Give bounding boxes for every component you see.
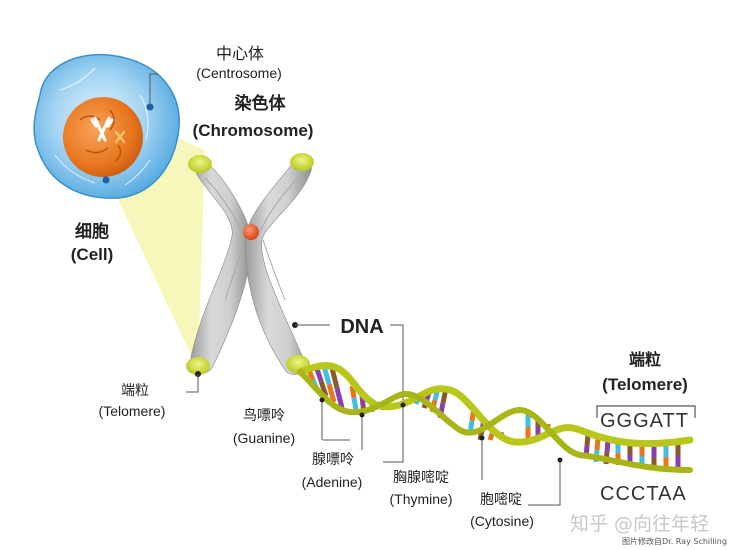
telomere-sequence-top: GGGATT: [600, 410, 689, 432]
guanine-label-en: (Guanine): [232, 430, 296, 446]
cell-label-en: (Cell): [70, 245, 114, 264]
cytosine-leader-h: [528, 460, 561, 506]
centromere: [243, 224, 259, 240]
adenine-dot: [359, 412, 365, 418]
telomere-cap-top-left: [188, 155, 212, 173]
centrosome-label-en: (Centrosome): [196, 65, 282, 81]
cell: [33, 53, 180, 199]
telomere-left-label-en: (Telomere): [98, 403, 166, 419]
telomere-cap-bottom-left: [186, 357, 210, 375]
base-pair-half: [349, 385, 357, 399]
cytosine-dot-2: [557, 457, 563, 463]
cell-organelles: [54, 67, 151, 186]
dna-label: DNA: [340, 316, 384, 338]
base-pair-half: [351, 397, 359, 411]
thymine-leader: [383, 405, 404, 463]
image-credit: 图片修改自Dr. Ray Schilling: [622, 537, 727, 546]
mini-chromosome: [90, 116, 114, 142]
dna-leader-2: [390, 324, 404, 405]
watermark: 知乎 @向往年轻: [570, 513, 710, 535]
base-pair-half: [334, 387, 345, 409]
centrosome-label-cn: 中心体: [215, 44, 264, 63]
telomere-cap-top-right: [290, 153, 314, 171]
base-pair-half: [487, 433, 495, 441]
telomere-right-label-en: (Telomere): [602, 375, 688, 394]
telomere-left-leader: [186, 374, 199, 393]
chromosome: [186, 153, 314, 377]
cell-label-cn: 细胞: [75, 222, 109, 242]
dna-backbone-a: [296, 362, 694, 448]
telomere-sequence-bottom: CCCTAA: [600, 483, 687, 505]
guanine-label-cn: 鸟嘌呤: [243, 408, 285, 424]
base-pair-half: [318, 380, 329, 397]
mini-chromosome-2: [114, 130, 126, 144]
base-pair-half: [594, 437, 601, 451]
chromosome-label-en: (Chromosome): [192, 121, 314, 140]
telomere-right-label-cn: 端粒: [628, 350, 661, 369]
adenine-label-en: (Adenine): [301, 474, 363, 490]
cytosine-dot: [479, 435, 485, 441]
centrosome-leader: [149, 73, 158, 107]
base-pair-half: [329, 367, 340, 389]
adenine-label-cn: 腺嘌呤: [312, 452, 354, 468]
centrosome-dot-2: [102, 176, 110, 184]
base-pair-half: [326, 383, 337, 403]
thymine-dot: [400, 402, 406, 408]
thymine-label-en: (Thymine): [389, 491, 453, 507]
dna-backbone-b: [297, 369, 693, 473]
guanine-dot: [319, 397, 325, 403]
chromosome-label-cn: 染色体: [234, 94, 286, 114]
dna-helix: [296, 362, 694, 473]
chromosome-arm-right: [244, 157, 313, 375]
cytosine-label-cn: 胞嘧啶: [480, 492, 522, 508]
telomere-left-label-cn: 端粒: [121, 383, 149, 399]
cytosine-label-en: (Cytosine): [470, 513, 534, 529]
chromosome-fibers: [204, 175, 301, 301]
nucleus-chromatin: [79, 109, 122, 162]
telomere-right-bracket: [596, 405, 696, 418]
thymine-label-cn: 胸腺嘧啶: [393, 470, 449, 486]
